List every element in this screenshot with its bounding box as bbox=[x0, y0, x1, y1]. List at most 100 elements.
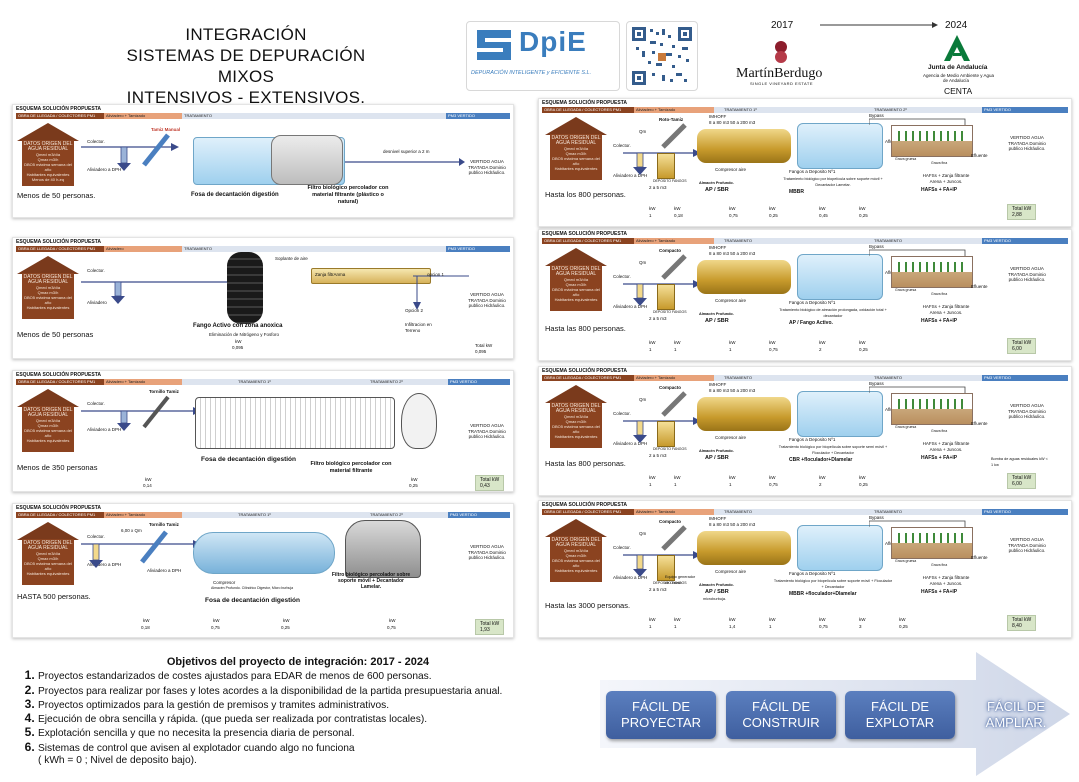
bypass-line-icon bbox=[869, 520, 966, 527]
grava-label: Grava gruesa bbox=[895, 425, 917, 429]
kw-value: 0,25 bbox=[859, 482, 868, 487]
kw-label: kW bbox=[899, 617, 906, 622]
scheme-panel-r3: ESQUEMA SOLUCIÓN PROPUESTA OBRA DE LLEGA… bbox=[538, 366, 1072, 496]
biological-reactor bbox=[797, 123, 883, 169]
vertido-label: VERTIDO AGUA TRATADA Dominio publico Hid… bbox=[468, 292, 506, 308]
efluente-label: Efluente bbox=[971, 555, 988, 560]
bar-obra: OBRA DE LLEGADA / COLECTORES PM1 bbox=[542, 509, 634, 515]
biological-reactor bbox=[797, 254, 883, 300]
bar-vertido: PM3 VERTIDO bbox=[448, 512, 510, 518]
year-end: 2024 bbox=[945, 20, 968, 31]
compact-screen-icon bbox=[661, 123, 687, 149]
grava-label: Grava gruesa bbox=[895, 157, 917, 161]
microburbuja-label: microburbuja. bbox=[703, 597, 727, 601]
bar-obra: OBRA DE LLEGADA / COLECTORES PM1 bbox=[16, 512, 104, 518]
imhoff-dims: 8 a 80 m3 50 a 200 m3 bbox=[709, 522, 756, 527]
kw-value: 1,4 bbox=[729, 624, 736, 629]
ap-sbr-label: AP / SBR bbox=[705, 318, 729, 324]
kw-value: 0,18 bbox=[674, 213, 683, 218]
kw-value: 1 bbox=[649, 213, 652, 218]
panel-heading: ESQUEMA SOLUCIÓN PROPUESTA bbox=[542, 100, 628, 106]
bar-obra: OBRA DE LLEGADA / COLECTORES PM1 bbox=[542, 238, 634, 244]
kw-label: kW bbox=[729, 206, 736, 211]
almacen-label: Almacén Profundo. bbox=[699, 312, 734, 316]
compacto-label: Compacto bbox=[659, 248, 682, 253]
kw-label: kW bbox=[649, 475, 656, 480]
fangos-label: Fangos a Deposito Nº1 bbox=[789, 169, 836, 174]
vertido-label: VERTIDO AGUA TRATADA Dominio publico Hid… bbox=[1008, 537, 1046, 553]
colector-label: Colector. bbox=[613, 143, 631, 148]
bar-aliviadero: Aliviadero + Tamizado bbox=[634, 107, 714, 113]
partner-2-sub2: de Andalucía bbox=[943, 78, 970, 83]
bar-tratamiento1: TRATAMIENTO 1º bbox=[722, 107, 872, 113]
process-bar: OBRA DE LLEGADA / COLECTORES PM1 Aliviad… bbox=[542, 238, 1068, 244]
kw-value: 0,25 bbox=[769, 213, 778, 218]
bar-aliviadero: Aliviadero + Tamizado bbox=[634, 509, 714, 515]
kw-value: 0,75 bbox=[769, 482, 778, 487]
kw-value: 1 bbox=[729, 347, 732, 352]
m3-label: 2 a 5 m3 bbox=[649, 185, 667, 190]
objective-item: Explotación sencilla y que no necesita l… bbox=[38, 726, 578, 740]
efluente-label: Efluente bbox=[971, 421, 988, 426]
kw-value: 1 bbox=[674, 624, 677, 629]
step-proyectar: FÁCIL DE PROYECTAR bbox=[606, 691, 716, 739]
compact-screen-icon bbox=[661, 254, 687, 280]
kw-label: kW bbox=[859, 475, 866, 480]
grava-fina-label: Grava fina bbox=[931, 429, 948, 433]
deposito-label: DEPOSITO FANGOS bbox=[653, 581, 687, 585]
aliviadero-label: Aliviadero a DPH bbox=[613, 575, 648, 580]
kw-label: kW bbox=[649, 206, 656, 211]
imhoff-label: IMHOFF bbox=[709, 114, 727, 119]
kw-label: kW bbox=[859, 206, 866, 211]
objective-item: Proyectos para realizar por fases y lote… bbox=[38, 684, 578, 698]
partner-2-name: Junta de Andalucía bbox=[928, 64, 988, 71]
treatment-desc: Tratamiento biológico de aireación prolo… bbox=[779, 308, 887, 318]
bar-obra: OBRA DE LLEGADA / COLECTORES PM1 bbox=[16, 246, 104, 252]
wetland-bed bbox=[891, 125, 973, 157]
sludge-deposit bbox=[657, 421, 675, 447]
hafs-fa-label: HAFSs + FA+IP bbox=[921, 187, 958, 193]
partner-1-name: MartínBerdugo bbox=[736, 66, 823, 81]
grava-label: Grava gruesa bbox=[895, 559, 917, 563]
bar-aliviadero: Aliviadero + Tamizado bbox=[104, 379, 182, 385]
objective-item: Proyectos optimizados para la gestión de… bbox=[38, 698, 578, 712]
ap-sbr-label: AP / SBR bbox=[705, 589, 729, 595]
capacity-label: Hasta las 800 personas. bbox=[545, 324, 626, 333]
scheme-panel-r4: ESQUEMA SOLUCIÓN PROPUESTA OBRA DE LLEGA… bbox=[538, 500, 1072, 638]
deposito-label: DEPOSITO FANGOS bbox=[653, 310, 687, 314]
colector-label: Colector. bbox=[87, 401, 105, 406]
kw-value: 1 bbox=[729, 482, 732, 487]
imhoff-tank bbox=[697, 531, 791, 565]
screw-screen-icon bbox=[142, 395, 170, 429]
bar-tratamiento1: TRATAMIENTO bbox=[722, 509, 872, 515]
partner-2-sub1: Agencia de Medio Ambiente y Agua bbox=[923, 73, 995, 78]
grava-fina-label: Grava fina bbox=[931, 292, 948, 296]
bar-tratamiento1: TRATAMIENTO 1º bbox=[236, 512, 316, 518]
kw-label: kW bbox=[729, 340, 736, 345]
grava-fina-label: Grava fina bbox=[931, 161, 948, 165]
kw-label: kW bbox=[819, 340, 826, 345]
kw-value: 1 bbox=[674, 347, 677, 352]
scheme-panel-l4: ESQUEMA SOLUCIÓN PROPUESTA OBRA DE LLEGA… bbox=[12, 503, 514, 638]
kw-value: 0,25 bbox=[859, 347, 868, 352]
bar-obra: OBRA DE LLEGADA / COLECTORES PM1 bbox=[16, 113, 104, 119]
panel-heading: ESQUEMA SOLUCIÓN PROPUESTA bbox=[16, 372, 102, 378]
bar-tratamiento: TRATAMIENTO bbox=[182, 113, 312, 119]
bar-tratamiento2: TRATAMIENTO 2º bbox=[368, 512, 448, 518]
kw-label: kW bbox=[729, 617, 736, 622]
almacen-label: Almacén Profundo. bbox=[699, 181, 734, 185]
m3-label: 2 a 5 m3 bbox=[649, 453, 667, 458]
martin-berdugo-logo-icon bbox=[775, 41, 787, 63]
compresor-label: Compresor aire bbox=[715, 298, 747, 303]
kw-value: 1 bbox=[769, 624, 772, 629]
kw-label: kW bbox=[389, 618, 396, 623]
m3-label: 2 a 5 m3 bbox=[649, 587, 667, 592]
percolador-tank bbox=[401, 393, 437, 449]
kw-value: 0,75 bbox=[819, 624, 828, 629]
